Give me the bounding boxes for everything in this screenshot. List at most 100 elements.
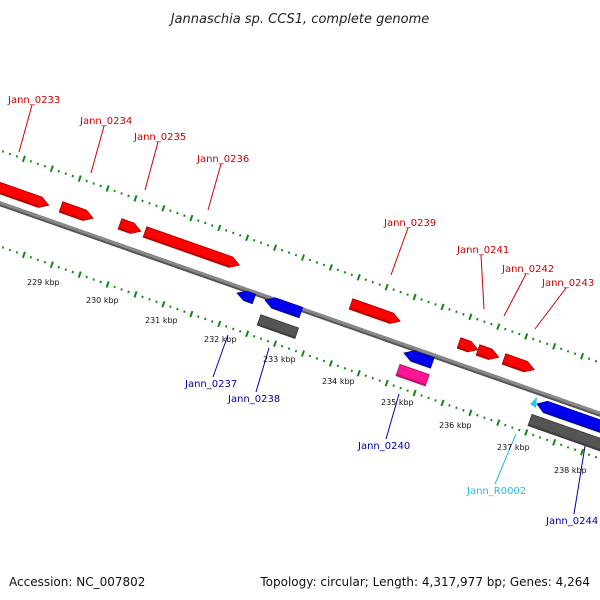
gene-jann-0234: [58, 201, 94, 221]
gene-jann-0244: [536, 400, 600, 434]
lower-tick-mark: [71, 270, 74, 274]
label-leader-line: [503, 273, 527, 317]
lower-tick-mark: [231, 327, 235, 331]
upper-tick-mark: [36, 162, 40, 166]
lower-tick-mark: [8, 248, 12, 252]
lower-tick-mark: [476, 413, 479, 417]
upper-tick-mark: [204, 221, 207, 225]
upper-tick-mark: [1, 150, 5, 153]
upper-tick-mark: [356, 273, 361, 281]
lower-tick-mark: [36, 258, 40, 262]
lower-tick-mark: [43, 260, 47, 264]
lower-tick-mark: [15, 251, 19, 254]
upper-tick-mark: [300, 254, 305, 261]
upper-tick-mark: [259, 241, 263, 245]
lower-tick-mark: [287, 347, 291, 350]
kbp-label: 233 kbp: [263, 355, 296, 364]
lower-tick-mark: [176, 307, 179, 311]
gene-label: Jann_0244: [545, 516, 598, 527]
gene-jann-0233: [0, 180, 50, 208]
upper-tick-mark: [322, 263, 326, 267]
gene-label: Jann_0243: [541, 278, 594, 289]
lower-tick-mark: [92, 278, 95, 281]
lower-tick-mark: [49, 261, 54, 269]
label-leader-line: [90, 125, 105, 174]
lower-tick-mark: [483, 416, 486, 420]
upper-tick-mark: [161, 204, 166, 212]
rrna-feature: [395, 363, 430, 387]
upper-tick-mark: [350, 273, 354, 277]
lower-tick-mark: [496, 419, 501, 426]
upper-tick-mark: [21, 155, 26, 163]
lower-tick-mark: [238, 330, 242, 333]
upper-tick-mark: [49, 165, 54, 173]
upper-tick-mark: [273, 244, 278, 252]
upper-tick-mark: [559, 347, 563, 351]
lower-tick-mark: [552, 439, 557, 446]
upper-tick-mark: [29, 159, 33, 163]
gene-jann-0241: [456, 337, 479, 353]
upper-tick-mark: [308, 258, 312, 262]
upper-tick-mark: [594, 359, 598, 363]
upper-tick-mark: [92, 182, 95, 185]
lower-tick-mark: [356, 369, 361, 377]
upper-tick-mark: [490, 322, 493, 326]
gene-label: Jann_0236: [196, 154, 249, 165]
gene-label: Jann_0234: [79, 116, 132, 127]
lower-tick-mark: [252, 334, 256, 338]
upper-tick-mark: [392, 288, 395, 291]
label-leader-line: [534, 287, 567, 330]
upper-tick-mark: [231, 231, 235, 235]
upper-tick-mark: [552, 343, 557, 350]
label-leader-line: [573, 445, 586, 515]
upper-tick-mark: [587, 357, 591, 361]
upper-tick-mark: [511, 330, 514, 333]
lower-tick-mark: [1, 246, 5, 249]
kbp-label: 238 kbp: [554, 466, 587, 475]
lower-tick-mark: [148, 297, 151, 301]
label-leader-line: [144, 141, 159, 191]
upper-tick-mark: [85, 179, 88, 183]
gene-jann-0240: [403, 350, 435, 369]
upper-tick-mark: [266, 243, 270, 247]
accession-text: Accession: NC_007802: [9, 575, 145, 589]
lower-tick-mark: [141, 295, 144, 299]
lower-tick-mark: [294, 349, 298, 353]
label-leader-line: [212, 334, 229, 378]
lower-tick-mark: [580, 448, 585, 456]
upper-tick-mark: [399, 290, 402, 294]
lower-tick-mark: [448, 404, 451, 407]
upper-tick-mark: [545, 342, 549, 346]
lower-tick-mark: [399, 386, 402, 390]
upper-tick-mark: [384, 283, 389, 291]
lower-tick-mark: [573, 448, 577, 452]
upper-tick-mark: [15, 155, 19, 158]
lower-tick-mark: [462, 408, 465, 412]
upper-tick-mark: [105, 185, 110, 192]
gene-features: [0, 180, 600, 453]
lower-tick-mark: [524, 429, 529, 436]
upper-tick-mark: [252, 238, 256, 242]
grey-feature-block: [256, 314, 300, 339]
gene-label: Jann_0238: [227, 394, 280, 405]
kbp-label: 232 kbp: [204, 335, 237, 344]
lower-tick-mark: [406, 389, 409, 392]
upper-tick-mark: [197, 219, 200, 222]
kbp-label: 235 kbp: [381, 398, 414, 407]
lower-tick-mark: [490, 418, 493, 422]
upper-tick-mark: [496, 323, 501, 330]
lower-tick-mark: [105, 281, 110, 288]
upper-tick-mark: [141, 199, 144, 203]
kbp-label: 237 kbp: [497, 443, 530, 452]
lower-tick-mark: [280, 344, 284, 348]
map-title: Jannaschia sp. CCS1, complete genome: [168, 12, 430, 27]
kbp-label: 234 kbp: [322, 377, 355, 386]
upper-tick-mark: [524, 333, 529, 340]
upper-tick-mark: [127, 194, 130, 198]
kbp-label: 229 kbp: [27, 278, 60, 287]
upper-tick-mark: [378, 283, 381, 287]
upper-tick-mark: [434, 303, 437, 306]
lower-tick-mark: [315, 357, 319, 360]
upper-tick-mark: [169, 209, 172, 213]
